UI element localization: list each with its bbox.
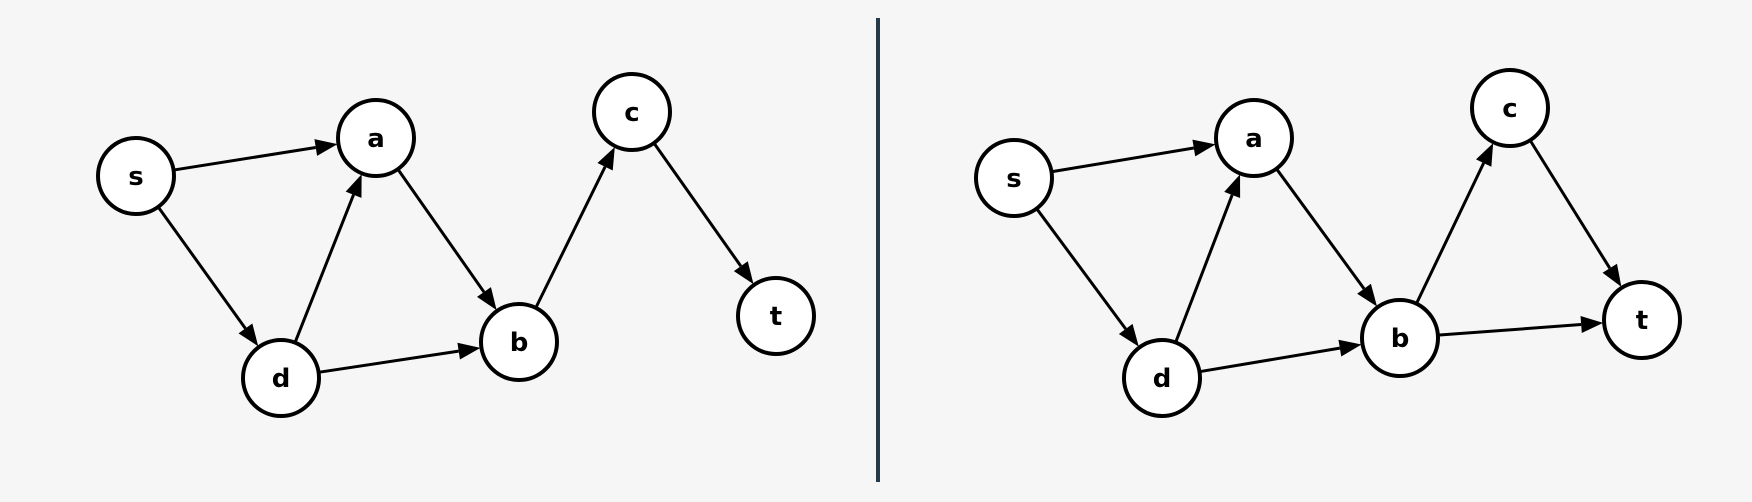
node-circle-left-b xyxy=(479,302,559,382)
node-label-right-a: a xyxy=(1245,124,1263,154)
arrowhead-right-d-to-b xyxy=(1338,339,1362,357)
node-label-left-a: a xyxy=(367,124,385,154)
right-graph: s a d b c t xyxy=(974,68,1682,418)
node-left-d: d xyxy=(241,338,321,418)
left-graph: s a d b c t xyxy=(96,72,816,418)
node-left-b: b xyxy=(479,302,559,382)
arrowhead-left-s-to-a xyxy=(314,139,338,156)
node-circle-left-a xyxy=(336,98,416,178)
edge-left-a-to-b xyxy=(396,168,486,293)
arrowhead-right-a-to-b xyxy=(1357,283,1378,307)
arrowhead-right-d-to-a xyxy=(1224,174,1241,199)
node-circle-left-d xyxy=(241,338,321,418)
node-circle-right-t xyxy=(1602,280,1682,360)
node-label-left-s: s xyxy=(128,162,143,192)
node-right-d: d xyxy=(1122,338,1202,418)
edge-left-d-to-b xyxy=(318,349,459,374)
arrowhead-right-b-to-c xyxy=(1476,143,1494,167)
node-right-t: t xyxy=(1602,280,1682,360)
node-label-right-b: b xyxy=(1391,324,1410,354)
arrowhead-left-b-to-c xyxy=(597,147,615,171)
node-label-right-d: d xyxy=(1153,364,1172,394)
node-circle-right-c xyxy=(1470,68,1550,148)
node-circle-right-s xyxy=(974,138,1054,218)
node-right-b: b xyxy=(1360,298,1440,378)
node-circle-right-d xyxy=(1122,338,1202,418)
edge-left-c-to-t xyxy=(652,142,743,268)
edge-right-d-to-a xyxy=(1174,194,1234,344)
arrowhead-left-c-to-t xyxy=(733,261,754,285)
node-label-right-c: c xyxy=(1502,94,1517,124)
node-circle-left-s xyxy=(96,136,176,216)
node-circle-right-a xyxy=(1214,98,1294,178)
edge-left-s-to-d xyxy=(156,205,247,330)
node-left-c: c xyxy=(592,72,672,152)
arrowhead-left-d-to-a xyxy=(345,174,362,198)
node-circle-left-t xyxy=(736,276,816,356)
node-label-left-d: d xyxy=(272,364,291,394)
edge-right-b-to-c xyxy=(1415,162,1486,305)
node-right-c: c xyxy=(1470,68,1550,148)
edge-left-d-to-a xyxy=(293,194,355,344)
edge-right-s-to-d xyxy=(1035,207,1127,330)
arrowhead-left-s-to-d xyxy=(238,323,259,347)
edge-right-b-to-t xyxy=(1437,323,1582,337)
node-label-left-b: b xyxy=(510,328,529,358)
edge-right-d-to-b xyxy=(1199,346,1341,374)
node-left-t: t xyxy=(736,276,816,356)
node-circle-right-b xyxy=(1360,298,1440,378)
edge-left-s-to-a xyxy=(173,146,316,172)
node-label-right-s: s xyxy=(1006,164,1021,194)
arrowhead-left-a-to-b xyxy=(477,287,497,311)
arrowhead-left-d-to-b xyxy=(457,342,481,360)
edge-right-c-to-t xyxy=(1528,139,1612,270)
edge-right-s-to-a xyxy=(1051,146,1195,174)
arrowhead-right-b-to-t xyxy=(1580,316,1604,334)
node-label-left-c: c xyxy=(624,98,639,128)
node-left-a: a xyxy=(336,98,416,178)
node-circle-left-c xyxy=(592,72,672,152)
node-label-left-t: t xyxy=(770,302,782,332)
node-right-a: a xyxy=(1214,98,1294,178)
edge-right-a-to-b xyxy=(1275,167,1366,290)
arrowhead-right-s-to-a xyxy=(1192,139,1216,157)
arrowhead-right-s-to-d xyxy=(1118,323,1139,347)
edge-left-b-to-c xyxy=(534,166,607,309)
node-left-s: s xyxy=(96,136,176,216)
node-right-s: s xyxy=(974,138,1054,218)
node-label-right-t: t xyxy=(1636,306,1648,336)
arrowhead-right-c-to-t xyxy=(1602,263,1622,287)
